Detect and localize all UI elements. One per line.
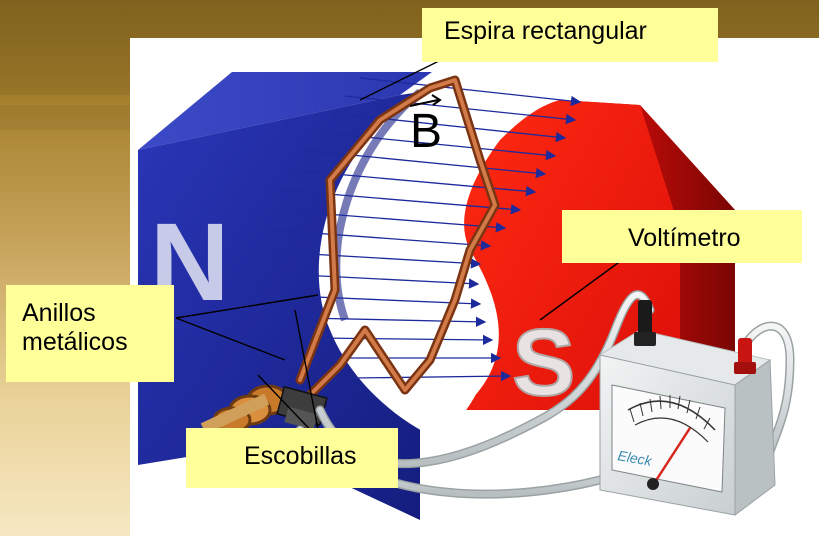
voltmeter-scale	[634, 417, 709, 443]
field-line	[317, 334, 494, 346]
north-magnet-top	[138, 72, 432, 150]
label-text: Espira rectangular	[444, 17, 647, 45]
terminal-black-base	[634, 332, 656, 346]
south-pole-letter: S	[512, 310, 575, 416]
label-espira-rectangular: Espira rectangular	[422, 8, 718, 62]
loop-wire-highlight	[298, 78, 497, 397]
voltmeter-brand: Eleck	[616, 447, 653, 469]
label-escobillas: Escobillas	[186, 428, 398, 488]
voltmeter-scale	[627, 400, 716, 431]
label-text: Escobillas	[244, 442, 357, 470]
field-line	[271, 229, 492, 251]
terminal-black	[638, 300, 652, 338]
field-line	[279, 189, 522, 215]
brush-block	[284, 406, 318, 430]
label-anillos-metalicos: Anillos metálicos	[6, 285, 174, 382]
voltmeter: Eleck	[598, 300, 776, 516]
field-line	[354, 370, 512, 382]
voltmeter-dial	[611, 384, 726, 493]
rectangular-loop	[295, 75, 500, 400]
brushes	[276, 385, 328, 430]
label-voltimetro: Voltímetro	[562, 210, 802, 263]
leader-escobillas	[294, 309, 321, 441]
voltmeter-needle	[653, 427, 692, 483]
leader-voltimetro	[539, 259, 623, 321]
axle	[200, 393, 270, 435]
leader-anillos	[175, 317, 286, 361]
label-text-line2: metálicos	[22, 327, 128, 356]
field-line	[304, 316, 487, 327]
magnetic-field-symbol: B	[409, 94, 443, 158]
label-text-line1: Anillos	[22, 299, 96, 327]
leader-anillos	[175, 294, 319, 319]
leader-espira	[359, 57, 446, 101]
field-line	[299, 149, 547, 179]
field-line	[274, 251, 482, 269]
field-line	[274, 209, 507, 233]
terminal-red	[738, 338, 752, 368]
field-line	[281, 273, 480, 289]
terminal-red-base	[734, 362, 756, 374]
label-text: Voltímetro	[628, 224, 741, 252]
voltmeter-side	[734, 359, 776, 516]
field-line	[329, 112, 567, 143]
field-line	[314, 131, 557, 161]
vector-arrow-icon	[409, 94, 442, 107]
slip-rings	[200, 384, 290, 435]
vector-b-label: B	[410, 105, 443, 158]
field-line	[291, 295, 482, 309]
voltmeter-pivot	[647, 478, 659, 490]
